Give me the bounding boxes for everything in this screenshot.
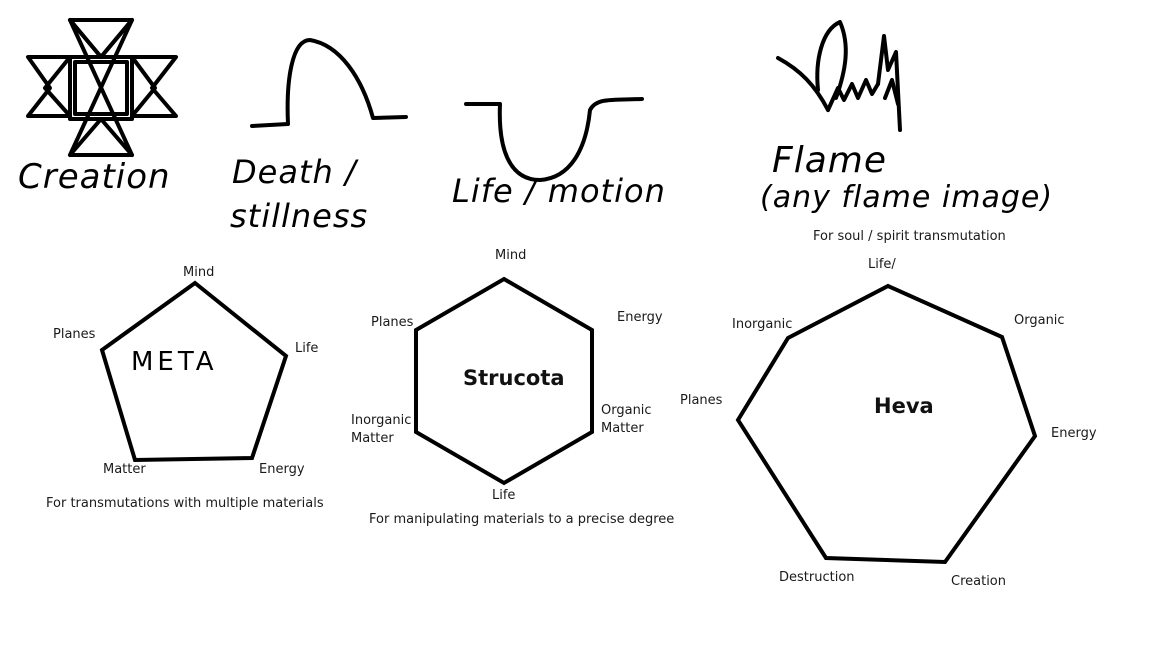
meta-vertex-matter: Matter <box>103 462 146 477</box>
strucota-vertex-organic-matter: Organic Matter <box>601 403 652 436</box>
heva-heptagon <box>735 283 1038 565</box>
creation-label: Creation <box>18 157 171 197</box>
heva-title: Heva <box>874 394 934 418</box>
meta-vertex-life: Life <box>295 341 319 356</box>
meta-title: META <box>131 347 218 377</box>
meta-caption: For transmutations with multiple materia… <box>46 496 324 511</box>
strucota-title: Strucota <box>463 366 565 390</box>
meta-vertex-planes: Planes <box>53 327 96 342</box>
heva-caption: For soul / spirit transmutation <box>813 229 1006 244</box>
heva-vertex-inorganic: Inorganic <box>732 317 793 332</box>
strucota-vertex-life: Life <box>492 488 516 503</box>
strucota-caption: For manipulating materials to a precise … <box>369 512 675 527</box>
flame-symbol <box>776 20 902 132</box>
strucota-hexagon <box>414 276 594 486</box>
death-symbol <box>250 38 408 128</box>
death-label-line1: Death / <box>232 153 359 191</box>
meta-vertex-energy: Energy <box>259 462 305 477</box>
strucota-vertex-inorganic-matter: Inorganic Matter <box>351 413 412 446</box>
strucota-vertex-energy: Energy <box>617 310 663 325</box>
life-symbol <box>464 97 644 182</box>
creation-symbol <box>26 18 178 157</box>
heva-vertex-destruction: Destruction <box>779 570 855 585</box>
heva-vertex-creation: Creation <box>951 574 1007 589</box>
flame-label-line2: (any flame image) <box>760 180 1053 215</box>
heva-vertex-organic: Organic <box>1014 313 1065 328</box>
heva-vertex-planes: Planes <box>680 393 723 408</box>
strucota-vertex-planes: Planes <box>371 315 414 330</box>
strucota-vertex-mind: Mind <box>495 248 527 263</box>
life-label: Life / motion <box>452 172 666 210</box>
heva-vertex-energy: Energy <box>1051 426 1097 441</box>
meta-vertex-mind: Mind <box>183 265 215 280</box>
death-label-line2: stillness <box>230 197 368 235</box>
meta-pentagon <box>99 280 289 463</box>
flame-label-line1: Flame <box>772 140 887 181</box>
heva-vertex-life: Life/ <box>868 257 896 272</box>
